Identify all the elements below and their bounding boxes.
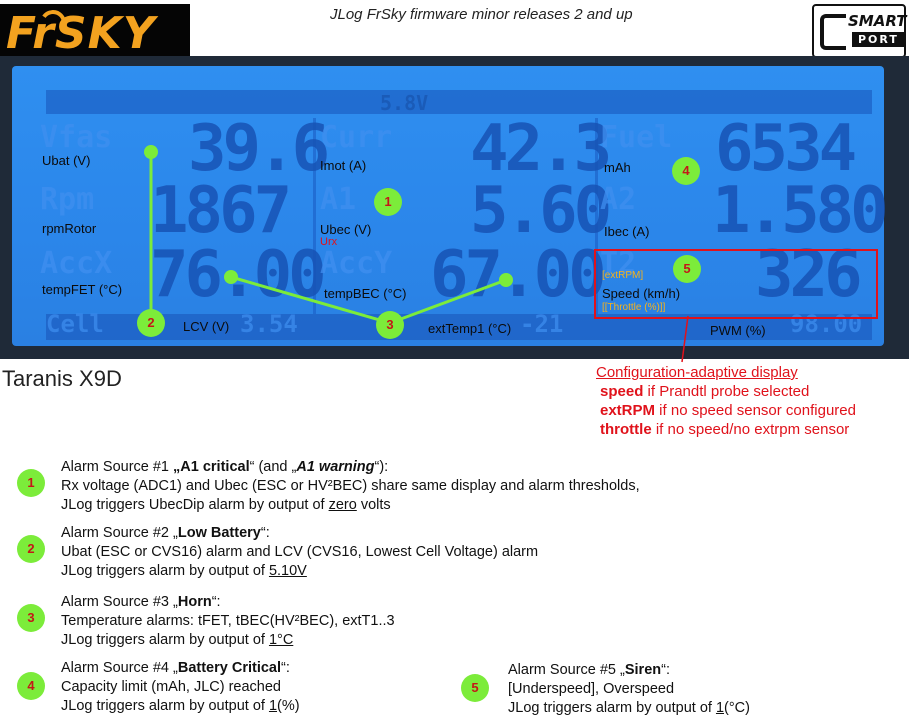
overlay-pwm: PWM (%): [710, 323, 766, 338]
config-adaptive-box: [594, 249, 878, 319]
alarm-marker-1: 1: [17, 469, 45, 497]
marker-1: 1: [374, 188, 402, 216]
lcd-label-rpm: Rpm: [40, 182, 95, 217]
lcd-exttemp-value: -21: [520, 310, 564, 338]
overlay-ibec: Ibec (A): [604, 224, 650, 239]
frsky-logo: FrSKY: [0, 4, 190, 59]
overlay-ubat: Ubat (V): [42, 153, 91, 168]
device-label: Taranis X9D: [2, 366, 122, 391]
lcd-value-vfas: 39.6: [188, 112, 330, 186]
frsky-logo-text: FrSKY: [6, 8, 156, 59]
config-note-line3: throttle if no speed/no extrpm sensor: [600, 421, 850, 438]
lcd-label-accy: AccY: [320, 246, 393, 281]
lcd-divider: [595, 118, 598, 314]
overlay-imot: Imot (A): [320, 158, 367, 173]
lcd-label-fuel: Fuel: [600, 120, 673, 155]
lcd-value-rpm: 1867: [150, 174, 292, 248]
lcd-label-accx: AccX: [40, 246, 113, 281]
alarm-source-1: Alarm Source #1 „A1 critical“ (and „A1 w…: [61, 459, 640, 513]
lcd-pwm-value: 98.00: [790, 310, 863, 338]
marker-4: 4: [672, 157, 700, 185]
overlay-lcv: LCV (V): [183, 319, 230, 334]
overlay-urx: Urx: [320, 236, 338, 248]
smartport-logo-bottom: PORT: [852, 32, 905, 47]
marker-2: 2: [137, 309, 165, 337]
alarm-marker-5: 5: [461, 674, 489, 702]
smartport-icon: [820, 14, 846, 50]
alarm-source-2: Alarm Source #2 „Low Battery“: Ubat (ESC…: [61, 525, 539, 579]
page-title: JLog FrSky firmware minor releases 2 and…: [330, 6, 633, 23]
overlay-throttle: [[Throttle (%)]]: [602, 302, 666, 313]
overlay-ubec: Ubec (V): [320, 222, 372, 237]
lcd-value-a1: 5.60: [470, 174, 612, 248]
lcd-value-a2: 1.580: [712, 174, 889, 248]
lcd-label-a2: A2: [600, 182, 637, 217]
lcd-label-a1: A1: [320, 182, 357, 217]
alarm-source-3: Alarm Source #3 „Horn“: Temperature alar…: [61, 594, 395, 648]
lcd-label-curr: Curr: [320, 120, 393, 155]
config-note-line2: extRPM if no speed sensor configured: [600, 402, 856, 419]
lcd-cell-label: Cell: [46, 310, 104, 338]
smartport-logo: SMART PORT: [812, 4, 906, 58]
lcd-divider: [313, 118, 316, 314]
smartport-logo-top: SMART: [848, 12, 907, 30]
alarm-marker-3: 3: [17, 604, 45, 632]
overlay-rpmrotor: rpmRotor: [42, 221, 97, 236]
overlay-speed: Speed (km/h): [602, 286, 681, 301]
lcd-value-curr: 42.3: [470, 112, 612, 186]
lcd-label-t2: T2: [600, 246, 637, 281]
marker-dot: [144, 145, 158, 159]
overlay-mah: mAh: [604, 160, 631, 175]
alarm-source-5: Alarm Source #5 „Siren“: [Underspeed], O…: [508, 662, 750, 716]
lcd-lcv-value: 3.54: [240, 310, 298, 338]
overlay-extrpm: [extRPM]: [602, 270, 644, 281]
lcd-top-voltage: 5.8V: [380, 91, 429, 115]
overlay-exttemp: extTemp1 (°C): [428, 321, 512, 336]
alarm-marker-2: 2: [17, 535, 45, 563]
lcd-top-bar: [46, 90, 872, 114]
marker-dot: [224, 270, 238, 284]
marker-dot: [499, 273, 513, 287]
config-note-title: Configuration-adaptive display: [596, 364, 798, 381]
marker-5: 5: [673, 255, 701, 283]
lcd-label-vfas: Vfas: [40, 120, 113, 155]
alarm-marker-4: 4: [17, 672, 45, 700]
overlay-tempbec: tempBEC (°C): [324, 286, 407, 301]
overlay-tempfet: tempFET (°C): [42, 282, 123, 297]
lcd-value-accy: 67.00: [430, 238, 607, 312]
config-note-line1: speed if Prandtl probe selected: [600, 383, 810, 400]
lcd-value-fuel: 6534: [715, 112, 857, 186]
alarm-source-4: Alarm Source #4 „Battery Critical“: Capa…: [61, 660, 300, 714]
marker-3: 3: [376, 311, 404, 339]
